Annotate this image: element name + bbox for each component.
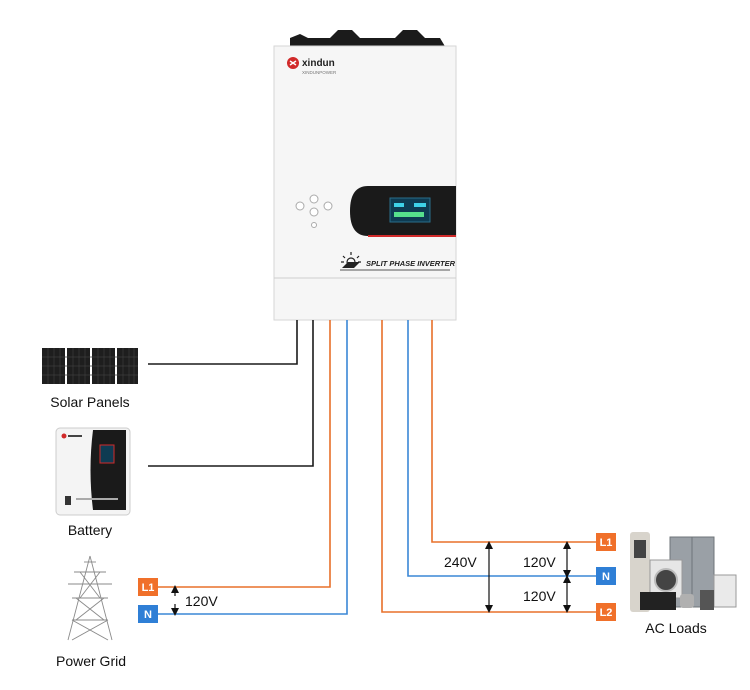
svg-text:N: N (144, 609, 152, 621)
load-l2-wire (381, 320, 596, 613)
loads-label: AC Loads (645, 620, 706, 636)
load-l2-tag: L2 (596, 603, 616, 621)
lcd-screen (389, 197, 431, 223)
battery: Battery (55, 427, 131, 538)
l1-n-voltage-label: 120V (523, 554, 556, 570)
grid-l1-tag: L1 (138, 578, 158, 596)
brand-subtitle: XINDUNPOWER (302, 70, 337, 75)
battery-wire (148, 320, 314, 467)
solar-label: Solar Panels (50, 394, 129, 410)
control-buttons (295, 194, 333, 228)
sun-icon (341, 252, 361, 268)
solar-panel-array: Solar Panels (42, 348, 138, 410)
mounting-bracket (290, 30, 446, 48)
grid-label: Power Grid (56, 653, 126, 669)
grid-n-wire (158, 320, 348, 615)
solar-panel-icon (42, 348, 138, 384)
inverter: xindun XINDUNPOWER SPLIT PHASE INVERTER (273, 30, 457, 321)
load-l1-tag: L1 (596, 533, 616, 551)
grid-voltage-label: 120V (185, 593, 218, 609)
load-n-tag: N (596, 567, 616, 585)
battery-label: Battery (68, 522, 112, 538)
svg-text:N: N (602, 571, 610, 583)
transmission-tower-icon (67, 555, 113, 641)
load-n-wire (407, 320, 596, 577)
split-voltage-label: 240V (444, 554, 477, 570)
grid-l1-wire (158, 320, 331, 588)
svg-text:L1: L1 (142, 582, 155, 594)
power-grid: Power Grid (56, 555, 126, 669)
inverter-body (273, 45, 457, 321)
svg-text:L1: L1 (600, 537, 613, 549)
appliances-icon (630, 532, 737, 612)
load-l1-wire (431, 320, 596, 543)
n-l2-voltage-label: 120V (523, 588, 556, 604)
ac-loads: AC Loads (630, 532, 737, 636)
svg-text:L2: L2 (600, 607, 613, 619)
brand-name: xindun (302, 58, 335, 69)
grid-n-tag: N (138, 605, 158, 623)
solar-wire (148, 320, 298, 365)
model-label: SPLIT PHASE INVERTER (366, 259, 456, 268)
